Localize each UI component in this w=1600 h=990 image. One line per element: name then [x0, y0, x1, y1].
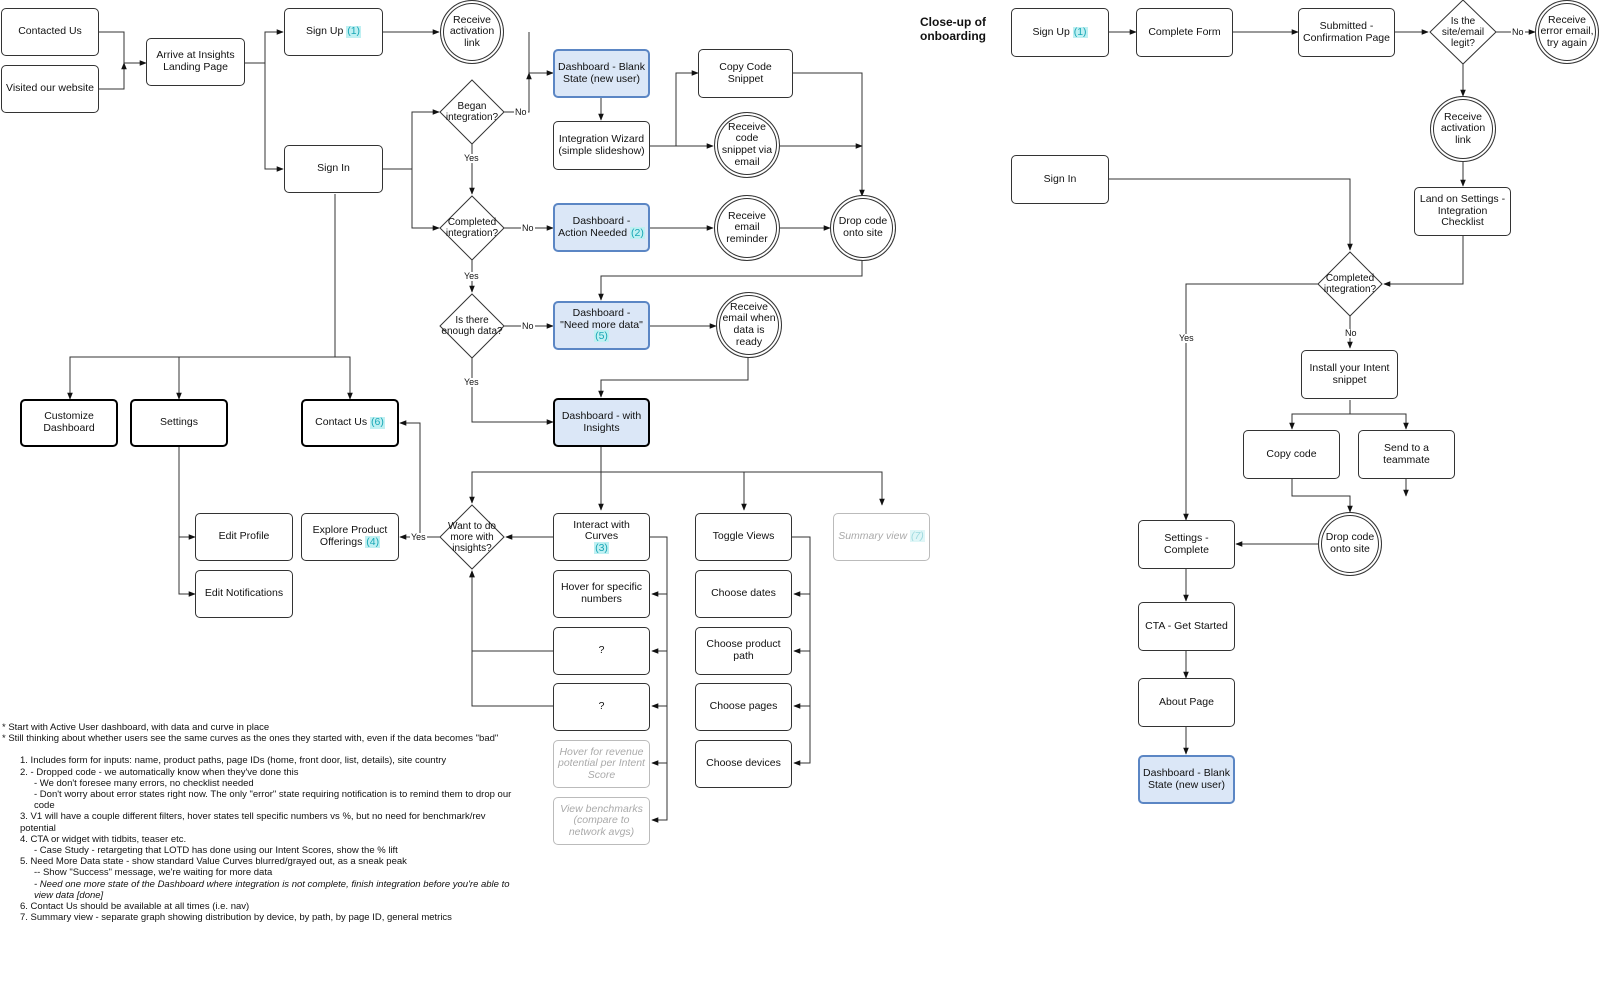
note-subitem: -- Show "Success" message, we're waiting…: [34, 867, 273, 879]
dashboard-action-needed-node[interactable]: Dashboard - Action Needed (2): [553, 203, 650, 252]
send-teammate-node[interactable]: Send to a teammate: [1358, 430, 1455, 479]
receive-email-ready-node[interactable]: Receive email when data is ready: [716, 292, 782, 358]
began-integration-decision[interactable]: Began integration?: [445, 101, 499, 123]
edge-label-no: No: [514, 107, 528, 117]
onboarding-sign-up-node[interactable]: Sign Up (1): [1011, 8, 1109, 57]
notes-section: * Start with Active User dashboard, with…: [2, 722, 522, 923]
onboarding-sign-up-label: Sign Up: [1032, 25, 1070, 38]
edge-label-no: No: [521, 223, 535, 233]
contact-us-node[interactable]: Contact Us (6): [301, 399, 399, 447]
edit-notifications-node[interactable]: Edit Notifications: [195, 570, 293, 618]
completed-integration-decision[interactable]: Completed integration?: [445, 217, 499, 239]
sign-up-ref: (1): [346, 25, 362, 38]
onboarding-dashboard-blank-node[interactable]: Dashboard - Blank State (new user): [1138, 755, 1235, 804]
copy-code-snippet-node[interactable]: Copy Code Snippet: [698, 49, 793, 98]
receive-email-reminder-node[interactable]: Receive email reminder: [714, 195, 780, 261]
hover-revenue-node[interactable]: Hover for revenue potential per Intent S…: [553, 740, 650, 788]
edge-label-no: No: [1511, 27, 1525, 37]
explore-offerings-node[interactable]: Explore Product Offerings (4): [301, 513, 399, 561]
onboarding-receive-activation-node[interactable]: Receive activation link: [1430, 96, 1496, 162]
settings-node[interactable]: Settings: [130, 399, 228, 447]
interact-curves-label: Interact with Curves: [573, 518, 630, 543]
note-subitem: - Case Study - retargeting that LOTD has…: [34, 845, 398, 857]
edit-profile-node[interactable]: Edit Profile: [195, 513, 293, 561]
complete-form-node[interactable]: Complete Form: [1136, 8, 1233, 57]
onboarding-sign-in-node[interactable]: Sign In: [1011, 155, 1109, 204]
summary-view-label: Summary view: [838, 530, 908, 543]
edge-label-yes: Yes: [463, 153, 480, 163]
install-snippet-node[interactable]: Install your Intent snippet: [1301, 350, 1398, 399]
arrive-landing-node[interactable]: Arrive at Insights Landing Page: [146, 38, 245, 86]
unknown-node-1[interactable]: ?: [553, 627, 650, 675]
explore-offerings-ref: (4): [365, 536, 381, 548]
note-subitem: - Need one more state of the Dashboard w…: [2, 879, 522, 901]
enough-data-decision[interactable]: Is there enough data?: [441, 315, 503, 337]
edge-label-yes: Yes: [410, 532, 427, 542]
contact-us-ref: (6): [370, 416, 385, 429]
note-subitem: - We don't foresee many errors, no check…: [34, 777, 254, 789]
note-line: * Start with Active User dashboard, with…: [2, 722, 270, 733]
note-subitem: - Don't worry about error states right n…: [34, 789, 512, 812]
dashboard-need-data-node[interactable]: Dashboard - "Need more data" (5): [553, 301, 650, 350]
hover-numbers-node[interactable]: Hover for specific numbers: [553, 570, 650, 618]
settings-complete-node[interactable]: Settings - Complete: [1138, 520, 1235, 569]
edge-label-yes: Yes: [463, 377, 480, 387]
edge-label-no: No: [1344, 328, 1358, 338]
note-italic: - Need one more state of the Dashboard w…: [34, 878, 510, 901]
edge-label-no: No: [521, 321, 535, 331]
dashboard-blank-node[interactable]: Dashboard - Blank State (new user): [553, 49, 650, 98]
dashboard-action-ref: (2): [629, 226, 645, 239]
customize-dashboard-node[interactable]: Customize Dashboard: [20, 399, 118, 447]
note-item-7: 7. Summary view - separate graph showing…: [20, 912, 452, 924]
receive-activation-node[interactable]: Receive activation link: [440, 0, 504, 64]
land-settings-node[interactable]: Land on Settings - Integration Checklist: [1414, 187, 1511, 236]
onboarding-completed-decision[interactable]: Completed integration?: [1323, 273, 1377, 295]
submitted-confirmation-node[interactable]: Submitted - Confirmation Page: [1298, 8, 1395, 57]
note-item-4: 4. CTA or widget with tidbits, teaser et…: [20, 833, 187, 845]
legit-decision[interactable]: Is the site/email legit?: [1441, 15, 1485, 49]
onboarding-heading: Close-up of onboarding: [920, 15, 986, 43]
integration-wizard-node[interactable]: Integration Wizard (simple slideshow): [553, 121, 650, 170]
choose-product-path-node[interactable]: Choose product path: [695, 627, 792, 675]
choose-dates-node[interactable]: Choose dates: [695, 570, 792, 618]
note-item-6: 6. Contact Us should be available at all…: [20, 901, 250, 913]
about-page-node[interactable]: About Page: [1138, 678, 1235, 727]
interact-curves-node[interactable]: Interact with Curves(3): [553, 513, 650, 561]
note-item-1: 1. Includes form for inputs: name, produ…: [20, 755, 447, 767]
interact-curves-ref: (3): [594, 541, 609, 554]
contacted-us-node[interactable]: Contacted Us: [1, 8, 99, 56]
explore-offerings-label: Explore Product Offerings: [312, 524, 388, 548]
onboarding-drop-code-node[interactable]: Drop code onto site: [1318, 512, 1382, 576]
note-item-2: 2. - Dropped code - we automatically kno…: [20, 766, 299, 778]
toggle-views-node[interactable]: Toggle Views: [695, 513, 792, 561]
receive-error-node[interactable]: Receive error email, try again: [1535, 0, 1599, 64]
sign-in-node[interactable]: Sign In: [284, 145, 383, 193]
sign-up-label: Sign Up: [305, 25, 344, 38]
visited-website-node[interactable]: Visited our website: [1, 65, 99, 113]
choose-devices-node[interactable]: Choose devices: [695, 740, 792, 788]
summary-view-ref: (7): [909, 530, 925, 543]
sign-up-node[interactable]: Sign Up (1): [284, 8, 383, 56]
note-item-5: 5. Need More Data state - show standard …: [20, 856, 407, 868]
dashboard-action-label: Dashboard - Action Needed: [558, 214, 631, 239]
want-more-decision[interactable]: Want to do more with insights?: [448, 520, 496, 554]
note-line: * Still thinking about whether users see…: [2, 733, 499, 745]
dashboard-insights-node[interactable]: Dashboard - with Insights: [553, 398, 650, 447]
contact-us-label: Contact Us: [315, 416, 368, 429]
copy-code-node[interactable]: Copy code: [1243, 430, 1340, 479]
drop-code-node[interactable]: Drop code onto site: [830, 195, 896, 261]
dashboard-need-data-ref: (5): [594, 330, 609, 343]
receive-code-email-node[interactable]: Receive code snippet via email: [714, 112, 780, 178]
dashboard-need-data-label: Dashboard - "Need more data": [560, 307, 643, 331]
note-item-3: 3. V1 will have a couple different filte…: [20, 811, 486, 834]
summary-view-node[interactable]: Summary view (7): [833, 513, 930, 561]
unknown-node-2[interactable]: ?: [553, 683, 650, 731]
choose-pages-node[interactable]: Choose pages: [695, 683, 792, 731]
view-benchmarks-node[interactable]: View benchmarks (compare to network avgs…: [553, 797, 650, 845]
onboarding-sign-up-ref: (1): [1072, 25, 1088, 39]
edge-label-yes: Yes: [463, 271, 480, 281]
edge-label-yes: Yes: [1178, 333, 1195, 343]
cta-get-started-node[interactable]: CTA - Get Started: [1138, 602, 1235, 651]
